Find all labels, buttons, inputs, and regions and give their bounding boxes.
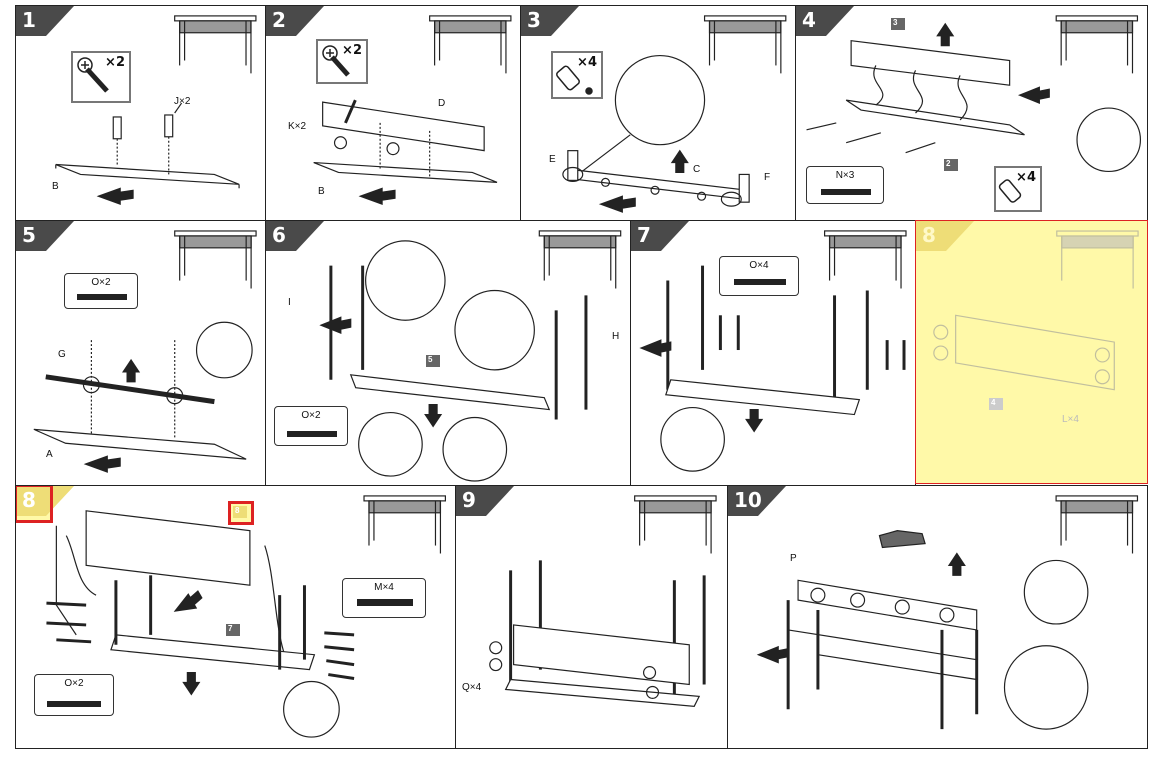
step-1-badge: 1: [16, 6, 74, 36]
step-4-glue-box: ×4: [994, 166, 1042, 212]
step-5-label-a: A: [46, 449, 53, 460]
step-4-sub-3: 3: [891, 18, 905, 30]
step-7-callout-o: O×4: [719, 256, 799, 296]
step-4-callout-n: N×3: [806, 166, 884, 204]
step-10-illustration: [756, 495, 1139, 730]
step-5-badge: 5: [16, 221, 74, 251]
step-2-badge: 2: [266, 6, 324, 36]
step-6-label-h: H: [612, 331, 620, 342]
step-1-tool-count: ×2: [105, 55, 125, 70]
step-8-illustration: [933, 230, 1139, 391]
step-6-badge: 6: [266, 221, 324, 251]
step-2-illustration: [313, 15, 512, 205]
step-8b-callout-m-text: M×4: [374, 582, 394, 593]
step-4-tool-count: ×4: [1016, 170, 1036, 185]
step-5-callout-o: O×2: [64, 273, 138, 309]
step-3-label-f: F: [764, 172, 771, 183]
step-8-label-l: L×4: [1062, 414, 1079, 425]
step-1-illustration: [55, 15, 257, 205]
step-9-badge: 9: [456, 486, 514, 516]
step-4-callout-text: N×3: [835, 170, 855, 181]
step-6-callout-o: O×2: [274, 406, 348, 446]
step-3-label-e: E: [549, 154, 556, 165]
step-6-callout-text: O×2: [301, 410, 321, 421]
step-10-panel: 10 P: [727, 485, 1148, 749]
step-1-label-j: J×2: [174, 96, 191, 107]
step-1-panel: 1 ×2 B J×2: [15, 5, 266, 221]
step-8b-callout-o: O×2: [34, 674, 114, 716]
step-5-callout-text: O×2: [91, 277, 111, 288]
step-4-illustration: [806, 15, 1142, 173]
step-8b-panel: 8 7 8 M×4 O×2: [15, 485, 456, 749]
step-3-glue-box: ×4: [551, 51, 603, 99]
step-8b-sub-8: 8: [233, 506, 247, 518]
step-3-label-c: C: [693, 164, 701, 175]
step-2-label-d: D: [438, 98, 446, 109]
step-7-callout-text: O×4: [749, 260, 769, 271]
step-2-screwdriver-box: ×2: [316, 39, 368, 84]
step-6-illustration: [319, 230, 622, 482]
step-7-illustration: [639, 230, 907, 472]
step-7-badge: 7: [631, 221, 689, 251]
step-2-panel: 2 ×2 K×2 D B: [265, 5, 521, 221]
step-4-sub-2: 2: [944, 159, 958, 171]
step-6-label-i: I: [288, 297, 291, 308]
step-1-label-b: B: [52, 181, 59, 192]
step-8b-callout-o-text: O×2: [64, 678, 84, 689]
step-9-label-q: Q×4: [462, 682, 482, 693]
step-8-panel-highlighted: 8 4 L×4: [915, 220, 1148, 484]
step-5-illustration: [33, 230, 257, 473]
step-3-illustration: [562, 15, 787, 213]
step-8b-sub-7: 7: [226, 624, 240, 636]
step-9-panel: 9 Q×4: [455, 485, 728, 749]
step-7-panel: 7 O×4: [630, 220, 916, 486]
step-6-panel: 6 5 O×2 I H: [265, 220, 631, 486]
step-10-badge: 10: [728, 486, 786, 516]
step-2-label-k: K×2: [288, 121, 307, 132]
step-2-tool-count: ×2: [342, 43, 362, 58]
step-5-label-g: G: [58, 349, 66, 360]
step-3-badge: 3: [521, 6, 579, 36]
step-8b-illustration: [46, 495, 446, 738]
step-9-illustration: [489, 495, 717, 707]
step-8-sub-4: 4: [989, 398, 1003, 410]
step-2-label-b: B: [318, 186, 325, 197]
step-3-panel: 3 ×4 E C F: [520, 5, 796, 221]
step-4-badge: 4: [796, 6, 854, 36]
step-3-tool-count: ×4: [577, 55, 597, 70]
step-5-panel: 5 O×2 G A: [15, 220, 266, 486]
step-8b-badge: 8: [16, 486, 74, 516]
step-1-screwdriver-box: ×2: [71, 51, 131, 103]
step-4-panel: 4 3 2 N×3 ×4: [795, 5, 1148, 221]
step-8-badge-faded: 8: [916, 221, 974, 251]
step-6-sub-5: 5: [426, 355, 440, 367]
step-8b-callout-m: M×4: [342, 578, 426, 618]
step-10-label-p: P: [790, 553, 797, 564]
